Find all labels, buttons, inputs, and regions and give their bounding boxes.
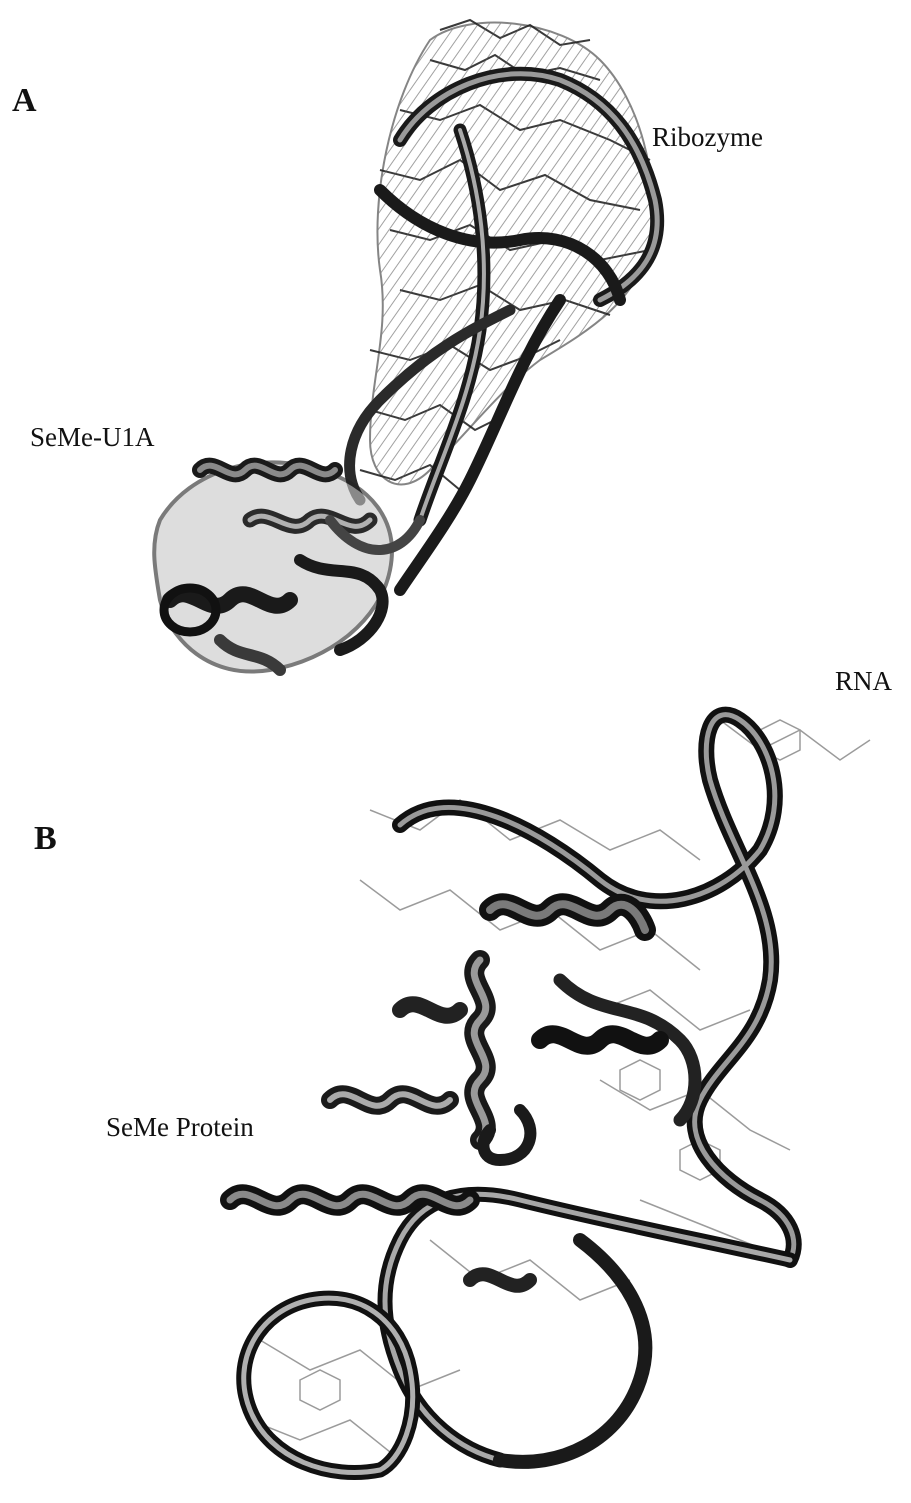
ribozyme-base-hatching xyxy=(370,23,653,485)
protein-helices xyxy=(230,904,660,1286)
rna-protein-complex-structure-icon xyxy=(0,680,911,1503)
u1a-protein-ribbons xyxy=(154,462,420,671)
ribozyme-u1a-complex-structure-icon xyxy=(0,0,911,720)
